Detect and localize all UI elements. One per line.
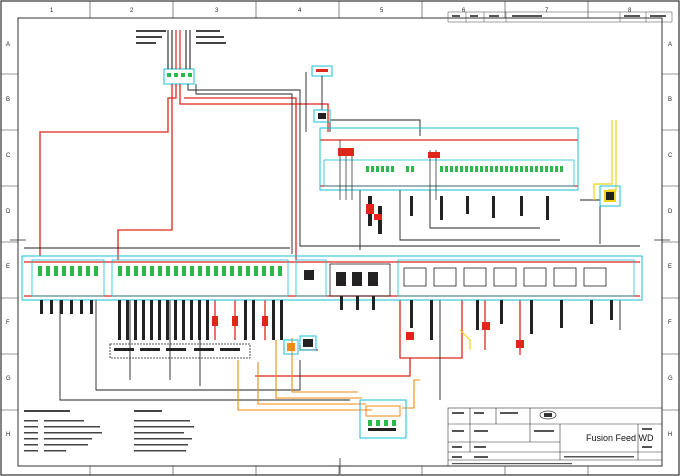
field-devices xyxy=(283,335,317,355)
row-label: A xyxy=(668,42,672,48)
column-label: 1 xyxy=(50,8,54,14)
legend-block xyxy=(24,410,194,452)
branch-breakers xyxy=(212,316,524,348)
main-terminal-row xyxy=(38,266,282,276)
branch-circuits xyxy=(40,296,613,340)
column-label: 4 xyxy=(298,8,302,14)
title-block-marks xyxy=(452,412,652,465)
top-device xyxy=(311,65,333,123)
row-label: F xyxy=(668,320,672,326)
terminal-strip xyxy=(109,343,251,359)
column-label: 6 xyxy=(462,8,466,14)
column-label: 2 xyxy=(130,8,134,14)
upper-panel xyxy=(319,127,579,234)
column-ticks xyxy=(89,1,589,475)
column-label: 5 xyxy=(380,8,384,14)
column-label: 7 xyxy=(545,8,549,14)
orange-wiring xyxy=(237,338,420,411)
row-label: E xyxy=(668,264,672,270)
main-feeder xyxy=(163,30,195,85)
title-block xyxy=(447,407,663,467)
row-label: G xyxy=(6,376,11,382)
column-label: 3 xyxy=(215,8,219,14)
upper-terminal-row xyxy=(366,166,563,172)
center-marks xyxy=(10,232,670,474)
row-label: B xyxy=(668,97,672,103)
revision-table-marks xyxy=(452,15,666,17)
row-label: E xyxy=(6,264,10,270)
row-label: C xyxy=(6,153,11,159)
row-label: H xyxy=(6,432,10,438)
row-label: A xyxy=(6,42,10,48)
row-label: B xyxy=(6,97,10,103)
row-label: C xyxy=(668,153,673,159)
control-wiring xyxy=(24,72,640,401)
main-panel xyxy=(21,255,643,301)
right-device xyxy=(599,185,621,207)
logo-icon xyxy=(539,410,557,420)
column-labels-top: 1 2 3 4 5 6 7 8 xyxy=(50,8,632,14)
row-label: F xyxy=(6,320,10,326)
row-labels: A B C D E F G H A B C D E F G H xyxy=(6,42,673,438)
row-label: D xyxy=(6,209,11,215)
header-notes xyxy=(136,30,226,44)
remote-panel xyxy=(359,399,407,439)
revision-table xyxy=(447,11,673,23)
row-label: D xyxy=(668,209,673,215)
row-ticks xyxy=(1,73,679,411)
row-label: G xyxy=(668,376,673,382)
row-label: H xyxy=(668,432,672,438)
drawing-title: Fusion Feed WD xyxy=(586,433,654,443)
column-label: 8 xyxy=(628,8,632,14)
